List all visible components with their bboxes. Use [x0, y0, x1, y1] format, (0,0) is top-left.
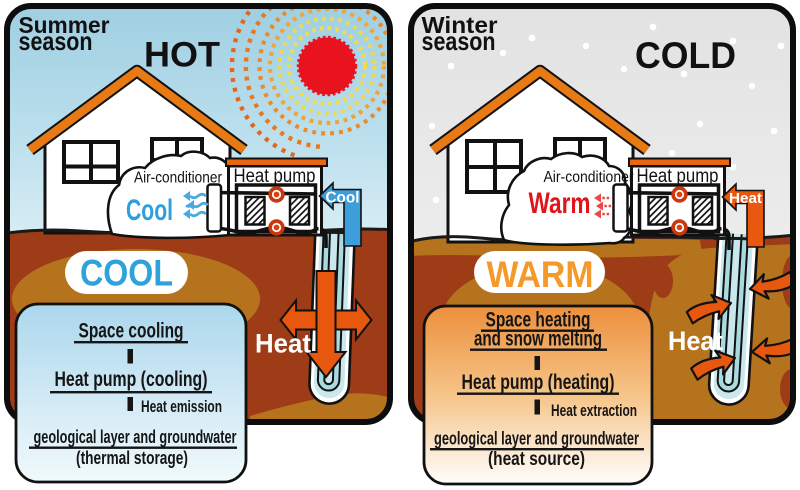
svg-text:Space cooling: Space cooling [79, 319, 184, 343]
svg-text:Heat extraction: Heat extraction [551, 402, 637, 420]
svg-text:Heat pump (cooling): Heat pump (cooling) [55, 367, 208, 391]
svg-text:Heat pump: Heat pump [637, 166, 719, 187]
svg-text:Heat pump (heating): Heat pump (heating) [462, 370, 615, 394]
svg-text:Cool: Cool [126, 194, 173, 227]
svg-text:COOL: COOL [80, 253, 173, 294]
svg-text:Summer: Summer [19, 12, 110, 38]
svg-text:Heat: Heat [255, 329, 311, 359]
svg-text:Heat: Heat [729, 191, 762, 207]
svg-text:Heat: Heat [668, 326, 723, 356]
svg-text:Cool: Cool [326, 190, 360, 207]
svg-text:HOT: HOT [144, 36, 220, 75]
svg-text:season: season [19, 26, 93, 56]
svg-text:COLD: COLD [635, 35, 736, 76]
svg-text:season: season [422, 26, 496, 56]
svg-text:geological layer and groundwat: geological layer and groundwater [34, 427, 237, 447]
svg-text:Winter: Winter [422, 12, 498, 38]
svg-text:(heat source): (heat source) [488, 449, 585, 470]
svg-text:Air-conditioner: Air-conditioner [134, 170, 223, 187]
svg-text:(thermal storage): (thermal storage) [76, 448, 188, 468]
svg-text:Air-conditioner: Air-conditioner [544, 169, 635, 186]
svg-text:Warm: Warm [529, 187, 591, 220]
svg-text:Space heating: Space heating [486, 308, 591, 332]
svg-text:Heat pump: Heat pump [234, 166, 316, 187]
svg-text:WARM: WARM [487, 254, 594, 295]
svg-text:and snow melting: and snow melting [474, 327, 602, 351]
svg-text:geological layer and groundwat: geological layer and groundwater [434, 429, 639, 449]
svg-text:Heat emission: Heat emission [141, 398, 222, 416]
